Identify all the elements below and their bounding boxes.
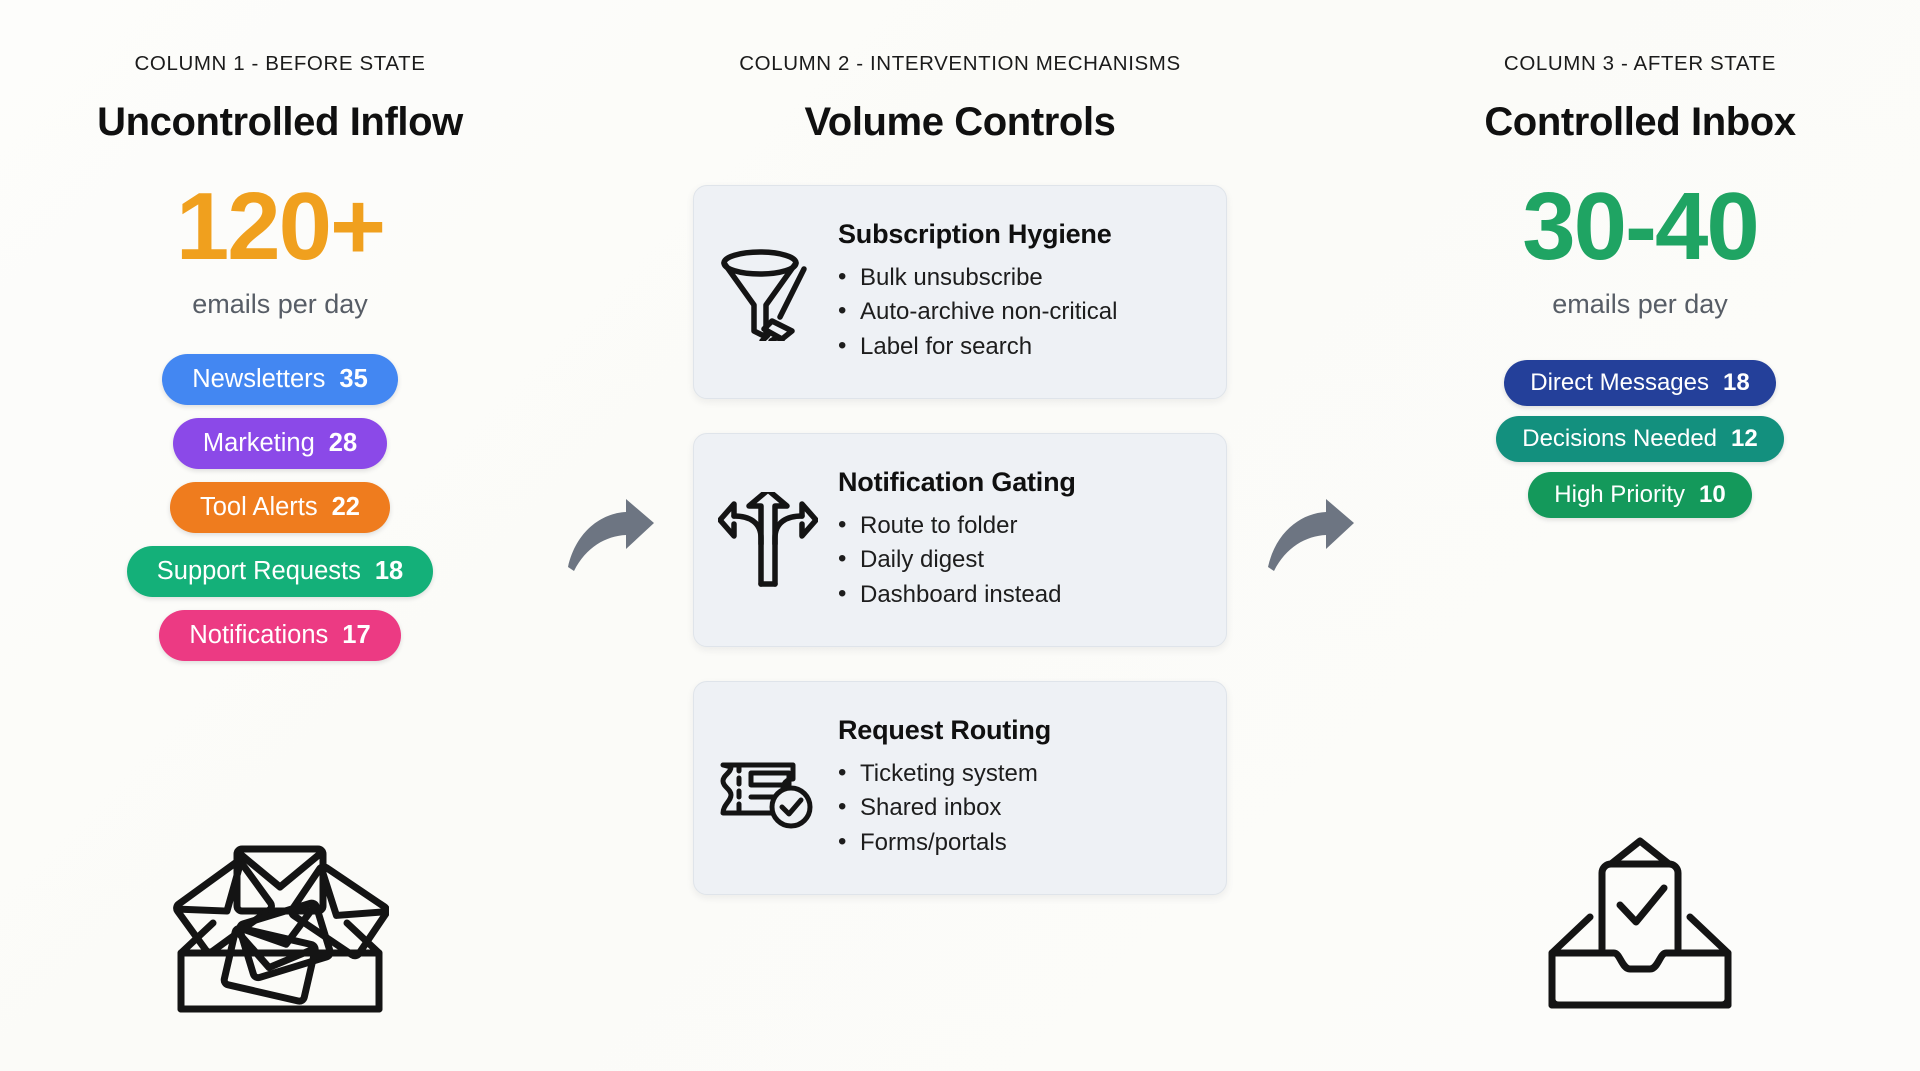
pill-decisions-needed[interactable]: Decisions Needed 12 bbox=[1496, 416, 1784, 462]
card-bullet: Dashboard instead bbox=[838, 578, 1200, 612]
card-bullet-list: Bulk unsubscribe Auto-archive non-critic… bbox=[838, 261, 1200, 364]
pill-count: 17 bbox=[342, 621, 371, 649]
mechanism-card-request-routing[interactable]: Request Routing Ticketing system Shared … bbox=[693, 681, 1227, 895]
card-bullet: Shared inbox bbox=[838, 791, 1200, 825]
column-before-eyebrow: COLUMN 1 - BEFORE STATE bbox=[134, 52, 426, 75]
card-bullet-list: Route to folder Daily digest Dashboard i… bbox=[838, 509, 1200, 612]
pill-high-priority[interactable]: High Priority 10 bbox=[1528, 472, 1752, 518]
card-bullet: Label for search bbox=[838, 330, 1200, 364]
card-body: Notification Gating Route to folder Dail… bbox=[838, 467, 1200, 614]
pill-label: Notifications bbox=[189, 621, 329, 649]
flow-arrow-before-to-controls bbox=[560, 0, 660, 1071]
card-bullet: Route to folder bbox=[838, 509, 1200, 543]
after-category-pill-list: Direct Messages 18 Decisions Needed 12 H… bbox=[1496, 360, 1784, 518]
column-middle-title: Volume Controls bbox=[804, 100, 1116, 144]
overflowing-inbox-icon bbox=[165, 833, 395, 1013]
card-bullet: Bulk unsubscribe bbox=[838, 261, 1200, 295]
after-metric-value: 30-40 bbox=[1522, 173, 1760, 280]
pill-count: 28 bbox=[328, 429, 358, 457]
pill-label: Newsletters bbox=[192, 365, 326, 393]
pill-support-requests[interactable]: Support Requests 18 bbox=[126, 546, 434, 597]
after-metric-caption: emails per day bbox=[1552, 289, 1728, 319]
card-body: Request Routing Ticketing system Shared … bbox=[838, 715, 1200, 862]
before-metric: 120+ emails per day bbox=[175, 173, 386, 320]
pill-count: 18 bbox=[374, 557, 404, 585]
column-after-title: Controlled Inbox bbox=[1484, 100, 1796, 144]
pill-count: 22 bbox=[331, 493, 360, 521]
pill-count: 12 bbox=[1731, 425, 1758, 452]
column-before-state: COLUMN 1 - BEFORE STATE Uncontrolled Inf… bbox=[0, 0, 560, 1071]
mechanism-card-notification-gating[interactable]: Notification Gating Route to folder Dail… bbox=[693, 433, 1227, 647]
mechanism-card-subscription-hygiene[interactable]: Subscription Hygiene Bulk unsubscribe Au… bbox=[693, 185, 1227, 399]
inbox-check-icon bbox=[1525, 833, 1755, 1013]
card-bullet-list: Ticketing system Shared inbox Forms/port… bbox=[838, 757, 1200, 860]
column-middle-eyebrow: COLUMN 2 - INTERVENTION MECHANISMS bbox=[739, 52, 1181, 75]
card-heading: Subscription Hygiene bbox=[838, 218, 1112, 249]
pill-marketing[interactable]: Marketing 28 bbox=[172, 418, 388, 469]
pill-label: Support Requests bbox=[156, 557, 361, 585]
mechanism-card-list: Subscription Hygiene Bulk unsubscribe Au… bbox=[693, 185, 1227, 895]
ticket-check-icon bbox=[716, 736, 820, 840]
pill-label: Direct Messages bbox=[1530, 369, 1709, 396]
pill-direct-messages[interactable]: Direct Messages 18 bbox=[1504, 360, 1776, 406]
card-bullet: Ticketing system bbox=[838, 757, 1200, 791]
card-bullet: Forms/portals bbox=[838, 826, 1200, 860]
card-bullet: Daily digest bbox=[838, 543, 1200, 577]
after-metric: 30-40 emails per day bbox=[1522, 173, 1760, 320]
column-intervention-mechanisms: COLUMN 2 - INTERVENTION MECHANISMS Volum… bbox=[660, 0, 1260, 1071]
column-after-state: COLUMN 3 - AFTER STATE Controlled Inbox … bbox=[1360, 0, 1920, 1071]
column-after-eyebrow: COLUMN 3 - AFTER STATE bbox=[1503, 52, 1777, 75]
column-before-title: Uncontrolled Inflow bbox=[97, 100, 463, 144]
card-body: Subscription Hygiene Bulk unsubscribe Au… bbox=[838, 219, 1200, 366]
card-bullet: Auto-archive non-critical bbox=[838, 295, 1200, 329]
pill-count: 35 bbox=[339, 365, 368, 393]
three-way-arrow-icon bbox=[716, 488, 820, 592]
card-heading: Notification Gating bbox=[838, 466, 1076, 497]
before-category-pill-list: Newsletters 35 Marketing 28 Tool Alerts … bbox=[126, 354, 434, 661]
pill-label: Decisions Needed bbox=[1522, 425, 1718, 452]
before-metric-value: 120+ bbox=[175, 173, 386, 280]
card-heading: Request Routing bbox=[838, 714, 1051, 745]
pill-count: 18 bbox=[1723, 369, 1750, 396]
pill-label: Tool Alerts bbox=[199, 493, 318, 521]
pill-label: High Priority bbox=[1554, 481, 1685, 508]
pill-newsletters[interactable]: Newsletters 35 bbox=[162, 354, 398, 405]
before-metric-caption: emails per day bbox=[192, 289, 368, 319]
funnel-broom-icon bbox=[716, 240, 820, 344]
pill-count: 10 bbox=[1698, 481, 1726, 508]
pill-tool-alerts[interactable]: Tool Alerts 22 bbox=[169, 482, 390, 533]
flow-arrow-controls-to-after bbox=[1260, 0, 1360, 1071]
pill-label: Marketing bbox=[202, 429, 315, 457]
pill-notifications[interactable]: Notifications 17 bbox=[159, 610, 401, 661]
